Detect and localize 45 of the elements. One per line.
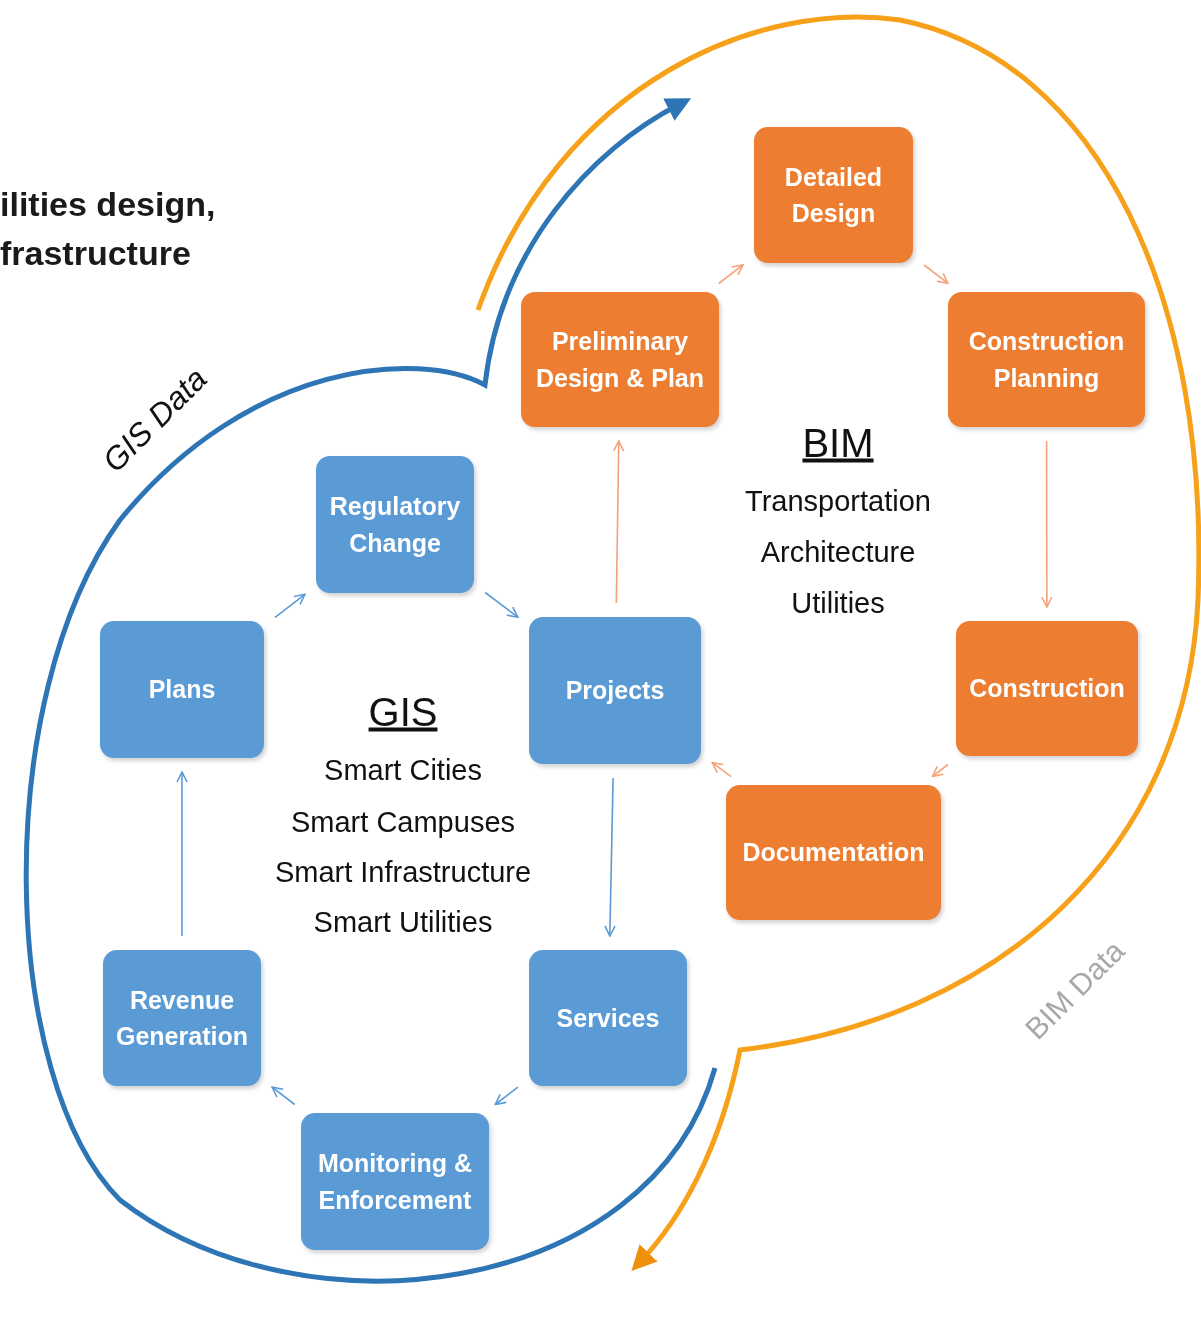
list-item: Smart Utilities — [313, 905, 493, 939]
process-box — [956, 621, 1138, 756]
arrow — [1041, 440, 1053, 608]
box-label: Services — [556, 1002, 660, 1034]
list-item: Smart Cities — [324, 753, 482, 787]
process-box — [301, 1113, 489, 1250]
box-label: Construction — [969, 673, 1125, 705]
arrow — [484, 591, 519, 618]
list-item: Architecture — [760, 535, 916, 569]
arrow — [271, 1086, 296, 1106]
process-box — [521, 292, 719, 427]
box-label: Documentation — [742, 837, 925, 869]
box-label: Plans — [148, 674, 216, 706]
process-box — [316, 456, 474, 593]
arrow — [931, 763, 949, 778]
section-title: BIM — [802, 420, 874, 466]
process-box — [726, 785, 941, 920]
heading-fragment: ilities design, frastructure — [0, 184, 217, 275]
box-label: Revenue Generation — [115, 984, 249, 1052]
list-item: Utilities — [791, 586, 885, 620]
box-label: Detailed Design — [783, 161, 884, 229]
arrow — [923, 264, 949, 285]
section-title: GIS — [368, 689, 438, 735]
box-label: Monitoring & Enforcement — [316, 1148, 474, 1216]
arrow — [612, 440, 625, 604]
box-label: Regulatory Change — [328, 491, 462, 559]
arrow — [176, 771, 188, 937]
process-box — [103, 950, 261, 1086]
arrow — [717, 264, 744, 285]
process-box — [529, 617, 701, 764]
arrow — [274, 593, 306, 619]
arrow — [604, 777, 616, 937]
list-item: Smart Infrastructure — [274, 855, 532, 889]
box-label: Preliminary Design & Plan — [534, 326, 706, 394]
process-box — [100, 621, 264, 758]
process-box — [948, 292, 1145, 427]
arc-label: BIM Data — [1018, 933, 1132, 1047]
arrow — [711, 761, 732, 778]
process-box — [529, 950, 687, 1086]
list-item: Smart Campuses — [291, 805, 515, 839]
list-item: Transportation — [745, 484, 931, 518]
arrow — [494, 1086, 519, 1106]
process-box — [754, 127, 913, 263]
box-label: Projects — [565, 675, 665, 707]
box-label: Construction Planning — [967, 326, 1126, 394]
